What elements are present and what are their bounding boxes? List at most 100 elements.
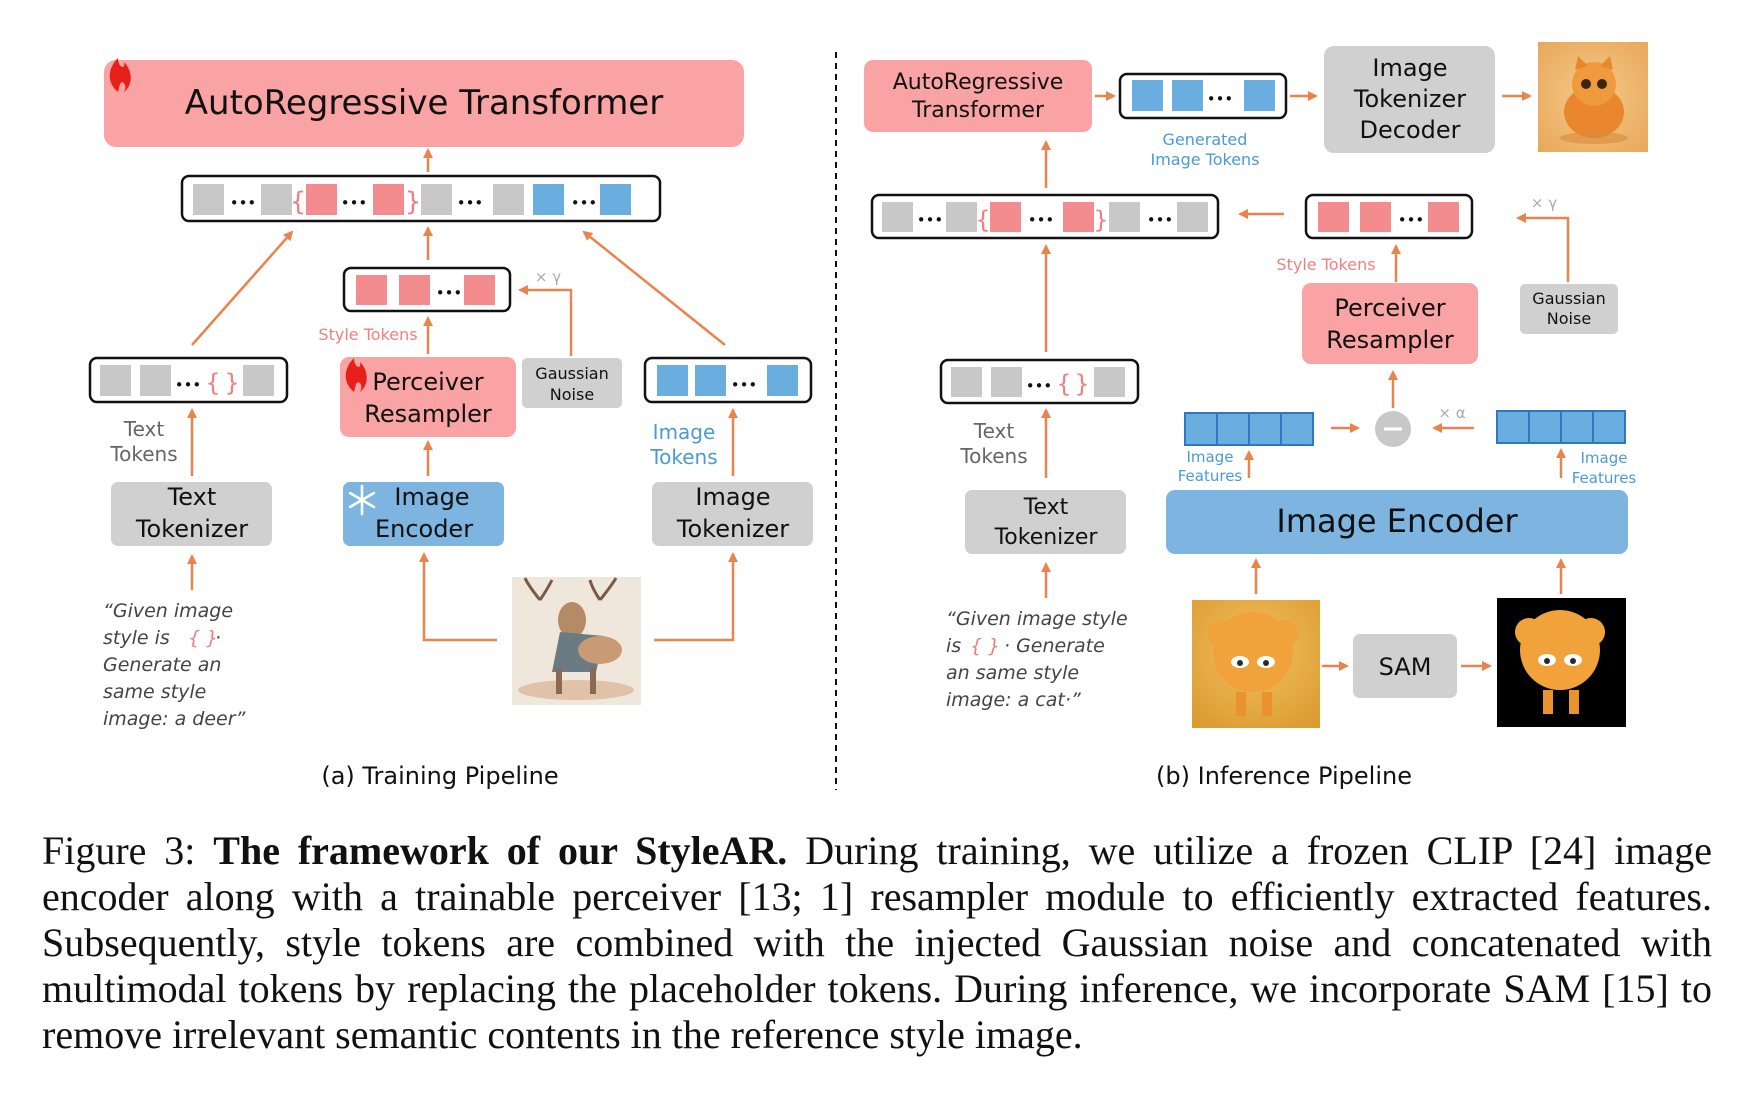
perceiver-label: Resampler (364, 400, 492, 428)
fire-icon (109, 58, 131, 92)
arrow (518, 285, 573, 356)
gaussian-noise-label: Noise (550, 385, 594, 404)
perceiver-label: Resampler (1326, 326, 1454, 354)
image-features-left (1184, 412, 1314, 446)
prompt-text: Generate an (103, 654, 221, 676)
ar-transformer-label: Transformer (911, 98, 1045, 123)
token-dots: ••• (457, 194, 484, 212)
token-dots: ••• (341, 194, 368, 212)
brace-open: { (975, 206, 990, 234)
text-tokenizer-box (111, 482, 272, 546)
gamma-label: × γ (1531, 194, 1557, 212)
deer-reference-image (512, 577, 641, 705)
ar-transformer-label: AutoRegressive (893, 70, 1064, 95)
training-pipeline-title: (a) Training Pipeline (321, 762, 558, 790)
text-tokenizer-label: Tokenizer (135, 515, 248, 543)
arrow (1516, 213, 1570, 282)
prompt-brace: { } (188, 627, 218, 649)
style-tokens-label: Style Tokens (318, 325, 417, 344)
perceiver-resampler-box (340, 357, 516, 437)
text-tokens-label: Tokens (109, 442, 177, 466)
text-tokens-label: Text (973, 419, 1015, 443)
token-dots: ••• (1026, 377, 1053, 395)
snowflake-icon (348, 484, 376, 516)
ar-transformer-box (104, 60, 744, 147)
framework-diagram: AutoRegressive Transformer ••• { ••• } •… (88, 42, 1648, 790)
image-encoder-label: Image Encoder (1276, 502, 1518, 540)
ar-transformer-box (864, 60, 1092, 132)
image-features-label: Image (1581, 449, 1628, 467)
text-tokens-label: Tokens (959, 444, 1027, 468)
perceiver-label: Perceiver (372, 368, 483, 396)
perceiver-label: Perceiver (1334, 294, 1445, 322)
prompt-text: style is (103, 627, 170, 649)
combined-token-sequence: ••• { ••• } ••• ••• (180, 174, 662, 223)
segmented-style-image (1497, 598, 1626, 727)
sam-box (1353, 634, 1457, 698)
text-tokenizer-label: Tokenizer (994, 525, 1099, 550)
image-tokenizer-decoder-box (1324, 46, 1495, 153)
prompt-text: “Given image style (946, 608, 1128, 630)
brace-close: } (405, 187, 422, 217)
prompt-text: image: a cat·” (946, 689, 1081, 711)
image-tokenizer-label: Image (695, 483, 770, 511)
brace-open: { (205, 369, 220, 397)
brace-close: } (1074, 370, 1089, 398)
generated-cat-image (1538, 42, 1648, 152)
fire-icon (345, 358, 367, 392)
arrow (654, 552, 738, 642)
image-features-label: Features (1572, 469, 1637, 487)
image-features-label: Features (1178, 467, 1243, 485)
perceiver-resampler-box (1302, 283, 1478, 364)
prompt-dot: · (215, 627, 221, 649)
image-encoder-box (1166, 490, 1628, 554)
image-token-sequence: ••• (643, 356, 813, 404)
image-tokenizer-label: Tokenizer (676, 515, 789, 543)
caption-text: During training, we utilize a frozen CLI… (42, 828, 1712, 1057)
text-tokens-label: Text (123, 417, 165, 441)
image-features-right (1496, 410, 1626, 444)
generated-tokens-label: Generated (1163, 130, 1248, 149)
prompt-text: same style (103, 681, 206, 703)
caption-bold-title: The framework of our StyleAR. (213, 828, 788, 873)
sam-label: SAM (1379, 653, 1432, 681)
arrow (582, 230, 726, 346)
ar-transformer-label: AutoRegressive Transformer (185, 83, 663, 123)
alpha-label: × α (1438, 404, 1465, 422)
style-token-sequence: ••• (1304, 193, 1474, 240)
token-dots: ••• (731, 376, 758, 394)
prompt-text: image: a deer” (103, 708, 246, 730)
image-encoder-label: Image (394, 483, 469, 511)
training-pipeline: AutoRegressive Transformer ••• { ••• } •… (88, 58, 813, 790)
style-token-sequence: ••• (342, 266, 512, 313)
reference-style-image (1192, 600, 1320, 728)
inference-pipeline-title: (b) Inference Pipeline (1156, 762, 1412, 790)
figure-caption: Figure 3: The framework of our StyleAR. … (42, 828, 1712, 1058)
generated-token-sequence: ••• (1118, 72, 1288, 120)
token-dots: ••• (175, 376, 202, 394)
prompt-text: an same style (946, 662, 1079, 684)
image-tokenizer-box (652, 482, 813, 546)
inference-pipeline: AutoRegressive Transformer ••• Generated… (864, 42, 1648, 790)
token-dots: ••• (436, 284, 463, 302)
brace-close: } (1093, 206, 1108, 234)
prompt-text: is (946, 635, 961, 657)
caption-label: Figure 3: (42, 828, 196, 873)
image-tokens-label: Image (653, 420, 716, 444)
brace-open: { (1056, 370, 1071, 398)
generated-tokens-label: Image Tokens (1150, 150, 1259, 169)
gaussian-noise-label: Noise (1547, 309, 1591, 328)
token-dots: ••• (917, 211, 944, 229)
style-tokens-label: Style Tokens (1276, 255, 1375, 274)
text-tokenizer-label: Text (1023, 495, 1069, 520)
arrow (419, 552, 497, 642)
token-dots: ••• (571, 194, 598, 212)
image-features-label: Image (1187, 448, 1234, 466)
token-dots: ••• (1207, 90, 1234, 108)
brace-open: { (290, 187, 307, 217)
token-dots: ••• (230, 194, 257, 212)
combined-token-sequence: ••• { ••• } ••• (870, 193, 1220, 240)
gamma-label: × γ (535, 268, 561, 286)
text-tokenizer-label: Text (167, 483, 217, 511)
brace-close: } (224, 369, 239, 397)
